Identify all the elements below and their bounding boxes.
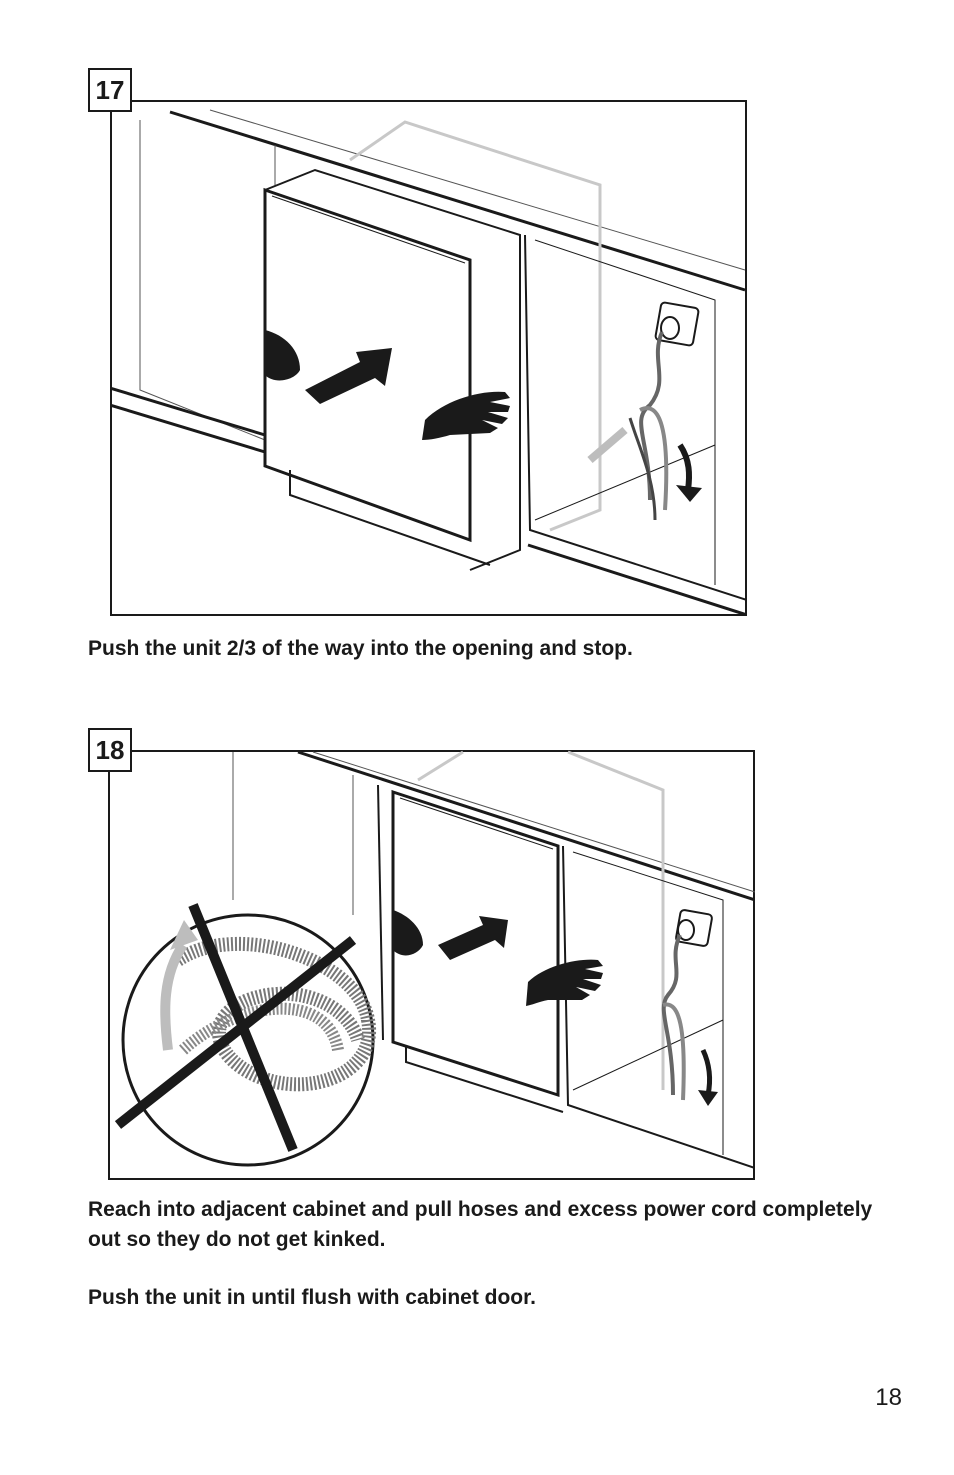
page-number: 18 xyxy=(875,1384,902,1411)
step-number-badge: 17 xyxy=(88,68,132,112)
step-17-caption: Push the unit 2/3 of the way into the op… xyxy=(88,637,633,660)
step-18-caption-2: Push the unit in until flush with cabine… xyxy=(88,1286,536,1309)
step-17-illustration: 17 xyxy=(88,68,747,616)
step-18-illustration: 18 xyxy=(88,728,755,1180)
step-18-caption-1: Reach into adjacent cabinet and pull hos… xyxy=(88,1198,873,1251)
step-number-badge: 18 xyxy=(88,728,132,772)
